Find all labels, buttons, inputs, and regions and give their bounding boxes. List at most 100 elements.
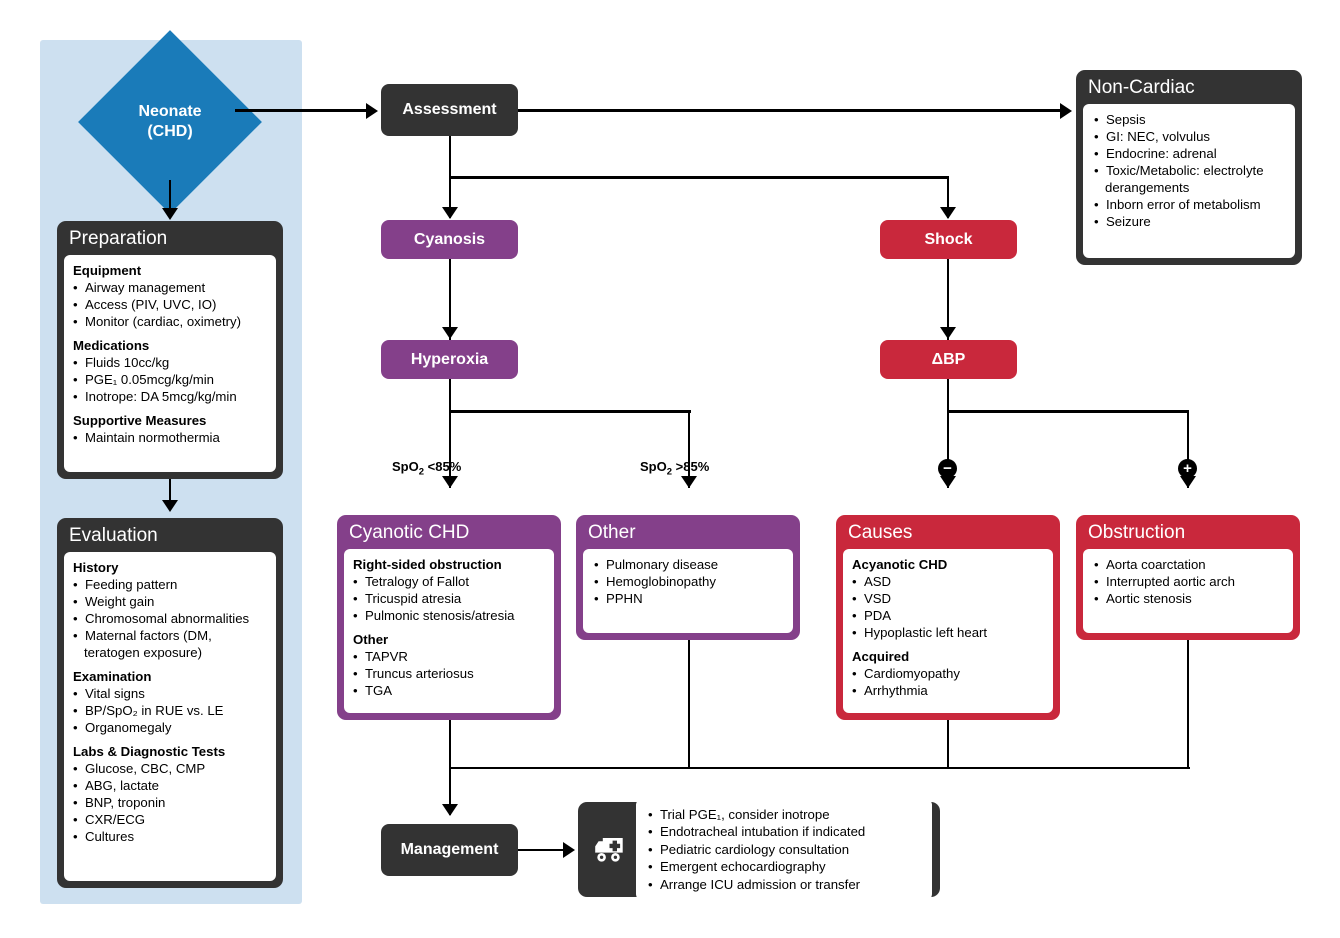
card-obstruction-title: Obstruction [1088, 522, 1186, 543]
start-node-line2: (CHD) [147, 123, 193, 140]
card-management-actions-body: Trial PGE₁, consider inotrope Endotrache… [636, 798, 932, 901]
card-preparation-body: Equipment Airway management Access (PIV,… [64, 254, 276, 472]
card-non-cardiac[interactable]: Non-Cardiac Sepsis GI: NEC, volvulus End… [1076, 70, 1302, 265]
edge-dbp-split-hline [946, 410, 1189, 413]
divider-space [353, 624, 545, 631]
list-item: BP/SpO₂ in RUE vs. LE [73, 702, 267, 719]
list-item: VSD [852, 590, 1044, 607]
group-heading: Right-sided obstruction [353, 556, 502, 572]
list-item: ASD [852, 573, 1044, 590]
edge-collector-to-management [448, 766, 452, 815]
edge-bottom-collector [448, 766, 1190, 770]
list-item: PPHN [592, 590, 784, 607]
edge-label-spo2-high-sub: 2 [666, 466, 673, 478]
group-list: Sepsis GI: NEC, volvulus Endocrine: adre… [1092, 111, 1286, 230]
edge-management-arrow [442, 804, 458, 816]
card-cyanotic-chd[interactable]: Cyanotic CHD Right-sided obstruction Tet… [337, 515, 561, 720]
group-list: Airway management Access (PIV, UVC, IO) … [73, 279, 267, 330]
start-node-neonate[interactable]: Neonate (CHD) [78, 30, 262, 214]
edge-management-actions-arrow [563, 842, 575, 858]
list-item: Inborn error of metabolism [1092, 196, 1286, 213]
card-evaluation-body: History Feeding pattern Weight gain Chro… [64, 551, 276, 881]
edge-hyperoxia-right-vline [687, 410, 691, 488]
node-management[interactable]: Management [381, 824, 518, 876]
card-other-cyanosis[interactable]: Other Pulmonary disease Hemoglobinopathy… [576, 515, 800, 640]
card-obstruction[interactable]: Obstruction Aorta coarctation Interrupte… [1076, 515, 1300, 640]
list-item: TAPVR [353, 648, 545, 665]
group-heading: History [73, 559, 119, 575]
group-list: Tetralogy of Fallot Tricuspid atresia Pu… [353, 573, 545, 624]
edge-dbp-right-vline [1186, 410, 1190, 488]
card-causes[interactable]: Causes Acyanotic CHD ASD VSD PDA Hypopla… [836, 515, 1060, 720]
card-preparation[interactable]: Preparation Equipment Airway management … [57, 221, 283, 479]
list-item: Interrupted aortic arch [1092, 573, 1284, 590]
edge-assessment-shock-vline [946, 176, 950, 218]
group-list: Aorta coarctation Interrupted aortic arc… [1092, 556, 1284, 607]
list-item: TGA [353, 682, 545, 699]
list-item: Aortic stenosis [1092, 590, 1284, 607]
edge-causes-arrow [940, 476, 956, 488]
list-item: Weight gain [73, 593, 267, 610]
divider-space [73, 661, 267, 668]
node-management-label: Management [400, 841, 499, 858]
list-item: Maternal factors (DM, teratogen exposure… [73, 627, 267, 661]
edge-assessment-noncardiac-arrow [1060, 102, 1072, 119]
edge-neonate-assessment-arrow [366, 102, 378, 119]
group-heading: Equipment [73, 262, 142, 278]
list-item: Cardiomyopathy [852, 665, 1044, 682]
node-cyanosis[interactable]: Cyanosis [381, 220, 518, 259]
group-list: Maintain normothermia [73, 429, 267, 446]
list-item: Arrhythmia [852, 682, 1044, 699]
card-cyanotic-chd-body: Right-sided obstruction Tetralogy of Fal… [344, 548, 554, 713]
list-item: Tricuspid atresia [353, 590, 545, 607]
list-item: Feeding pattern [73, 576, 267, 593]
list-item: Toxic/Metabolic: electrolyte derangement… [1092, 162, 1286, 196]
card-management-actions[interactable]: Trial PGE₁, consider inotrope Endotrache… [578, 798, 940, 901]
edge-marker-minus-label: − [943, 460, 952, 477]
edge-obstruction-arrow [1180, 476, 1196, 488]
node-assessment[interactable]: Assessment [381, 84, 518, 136]
card-cyanotic-chd-title: Cyanotic CHD [349, 522, 470, 543]
edge-marker-plus: + [1178, 459, 1197, 478]
card-evaluation[interactable]: Evaluation History Feeding pattern Weigh… [57, 518, 283, 888]
node-hyperoxia[interactable]: Hyperoxia [381, 340, 518, 379]
node-shock-label: Shock [924, 230, 973, 248]
edge-label-spo2-low-value: <85% [424, 459, 462, 474]
edge-label-spo2-low-text: SpO [392, 459, 419, 474]
edge-assessment-noncardiac-line [518, 109, 1064, 112]
list-item: Monitor (cardiac, oximetry) [73, 313, 267, 330]
group-list: Pulmonary disease Hemoglobinopathy PPHN [592, 556, 784, 607]
list-item: Vital signs [73, 685, 267, 702]
list-item: Endotracheal intubation if indicated [646, 823, 922, 840]
list-item: Pulmonic stenosis/atresia [353, 607, 545, 624]
list-item: Fluids 10cc/kg [73, 354, 267, 371]
edge-other-down [687, 640, 691, 769]
node-shock[interactable]: Shock [880, 220, 1017, 259]
list-item: CXR/ECG [73, 811, 267, 828]
edge-dbp-left-vline [946, 410, 950, 488]
edge-management-actions-line [518, 848, 566, 852]
node-delta-bp[interactable]: ΔBP [880, 340, 1017, 379]
divider-space [73, 736, 267, 743]
list-item: PDA [852, 607, 1044, 624]
edge-dbp-stem [946, 379, 950, 412]
list-item: Maintain normothermia [73, 429, 267, 446]
group-list: ASD VSD PDA Hypoplastic left heart [852, 573, 1044, 641]
list-item: Emergent echocardiography [646, 858, 922, 875]
edge-hyperoxia-split-hline [448, 410, 691, 413]
card-evaluation-title: Evaluation [69, 525, 158, 546]
group-heading: Other [353, 631, 389, 647]
group-heading: Medications [73, 337, 150, 353]
edge-hyperoxia-left-vline [448, 410, 452, 488]
edge-other-cyanosis-arrow [681, 476, 697, 488]
edge-label-spo2-high-value: >85% [672, 459, 710, 474]
edge-label-spo2-low: SpO2 <85% [392, 459, 461, 478]
list-item: GI: NEC, volvulus [1092, 128, 1286, 145]
edge-cyanotic-down [448, 720, 452, 769]
group-heading: Supportive Measures [73, 413, 207, 429]
list-item: Hypoplastic left heart [852, 624, 1044, 641]
card-non-cardiac-title: Non-Cardiac [1088, 77, 1195, 98]
edge-preparation-evaluation-arrow [162, 500, 178, 512]
list-item: Arrange ICU admission or transfer [646, 876, 922, 893]
